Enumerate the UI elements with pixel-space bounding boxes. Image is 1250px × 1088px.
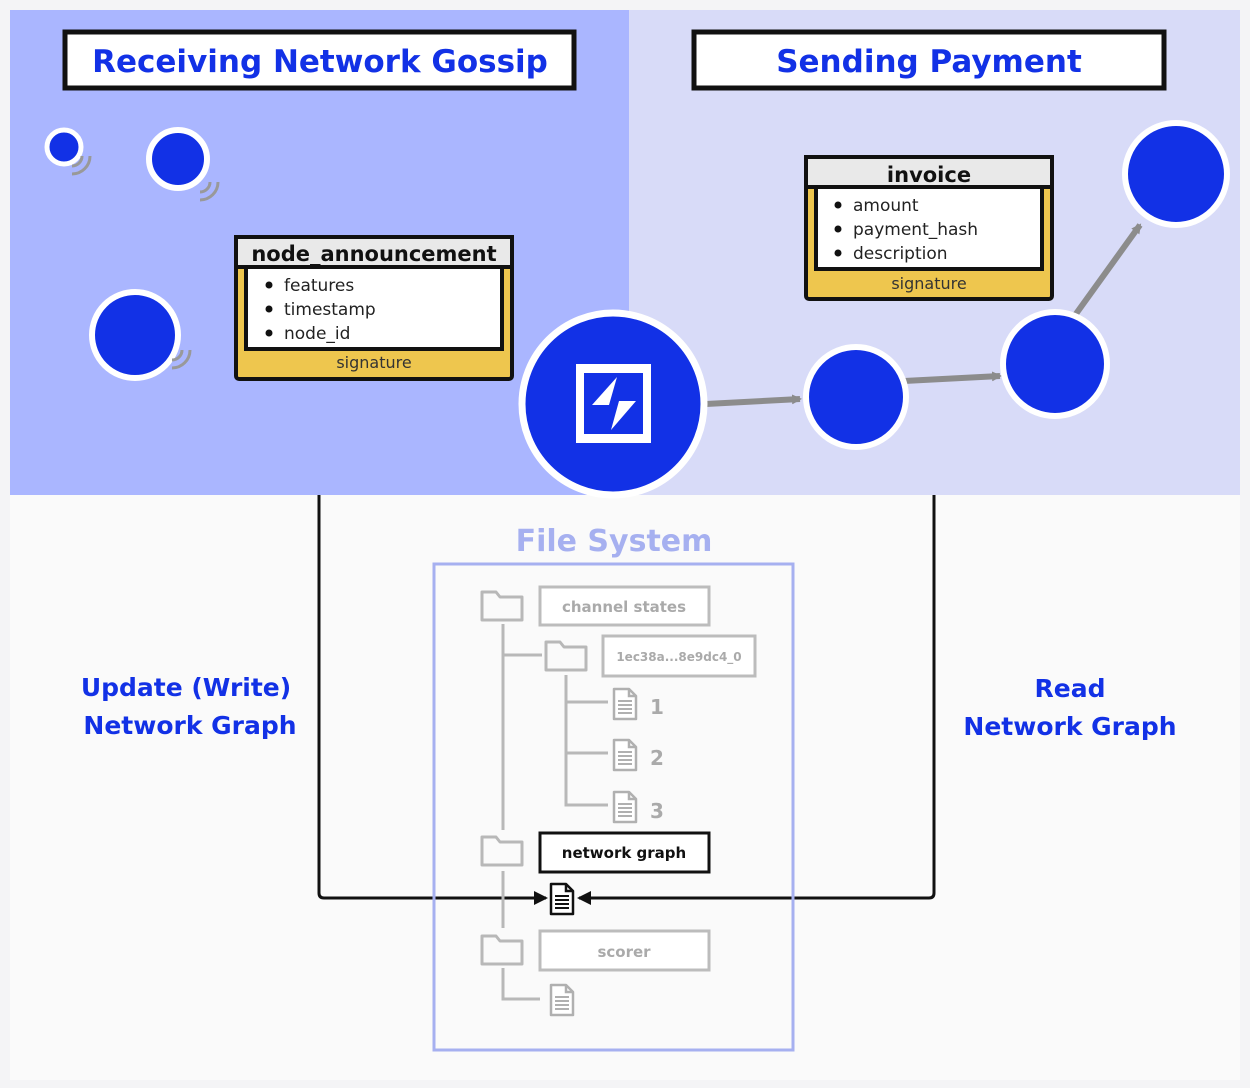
- svg-text:1ec38a...8e9dc4_0: 1ec38a...8e9dc4_0: [616, 650, 741, 665]
- card-field: node_id: [284, 324, 350, 344]
- destination-node: [1122, 120, 1230, 228]
- route-node: [803, 344, 909, 450]
- card-field: features: [284, 276, 354, 296]
- scorer-file-icon: [549, 983, 575, 1017]
- payment-arrow: [1070, 223, 1143, 320]
- update-label-line2: Network Graph: [83, 711, 296, 740]
- filesystem-area: [10, 495, 1240, 1080]
- svg-text:Sending Payment: Sending Payment: [776, 44, 1082, 80]
- file-system-title: File System: [516, 524, 713, 559]
- signature-label: signature: [891, 274, 966, 293]
- svg-text:network graph: network graph: [562, 844, 686, 862]
- card-field: description: [853, 244, 948, 264]
- route-node: [1000, 309, 1110, 419]
- gossip-title: Receiving Network Gossip: [62, 29, 577, 91]
- svg-text:scorer: scorer: [597, 943, 651, 961]
- read-connector: [577, 495, 936, 905]
- network-graph-folder: network graph: [538, 831, 711, 874]
- payment-arrow: [705, 394, 802, 407]
- read-label-line1: Read: [1035, 674, 1106, 703]
- update-label-line1: Update (Write): [81, 673, 291, 702]
- tree-lines: [501, 624, 608, 1001]
- payment-title: Sending Payment: [691, 29, 1167, 91]
- gossip-peer-node-medium: [146, 127, 220, 202]
- card-field: amount: [853, 196, 919, 216]
- file-name: 2: [650, 746, 664, 770]
- card-field: payment_hash: [853, 220, 978, 240]
- invoice-title: invoice: [887, 163, 971, 187]
- svg-text:Receiving Network Gossip: Receiving Network Gossip: [92, 44, 548, 80]
- card-field: timestamp: [284, 300, 376, 320]
- network-graph-file-icon: [549, 882, 575, 916]
- payment-arrow: [903, 371, 1002, 384]
- file-icon: [612, 790, 638, 824]
- file-icon: [612, 738, 638, 772]
- read-label-line2: Network Graph: [963, 712, 1176, 741]
- file-icon: [612, 687, 638, 721]
- signature-label: signature: [336, 353, 411, 372]
- channel-states-folder: channel states: [538, 585, 711, 627]
- invoice-card: invoice amount payment_hash description …: [804, 155, 1054, 301]
- gossip-peer-node-large: [89, 289, 192, 381]
- gossip-peer-node-small: [44, 127, 92, 176]
- ldk-logo-icon: [576, 364, 651, 443]
- ldk-node: [518, 309, 708, 499]
- file-system-box: [432, 562, 795, 1052]
- svg-text:channel states: channel states: [562, 598, 686, 616]
- file-name: 3: [650, 799, 664, 823]
- scorer-folder: scorer: [538, 929, 711, 972]
- write-connector: [317, 495, 548, 905]
- node-announcement-title: node_announcement: [251, 242, 496, 266]
- node-announcement-card: node_announcement features timestamp nod…: [234, 235, 514, 381]
- channel-id-folder: 1ec38a...8e9dc4_0: [601, 634, 757, 678]
- file-name: 1: [650, 695, 664, 719]
